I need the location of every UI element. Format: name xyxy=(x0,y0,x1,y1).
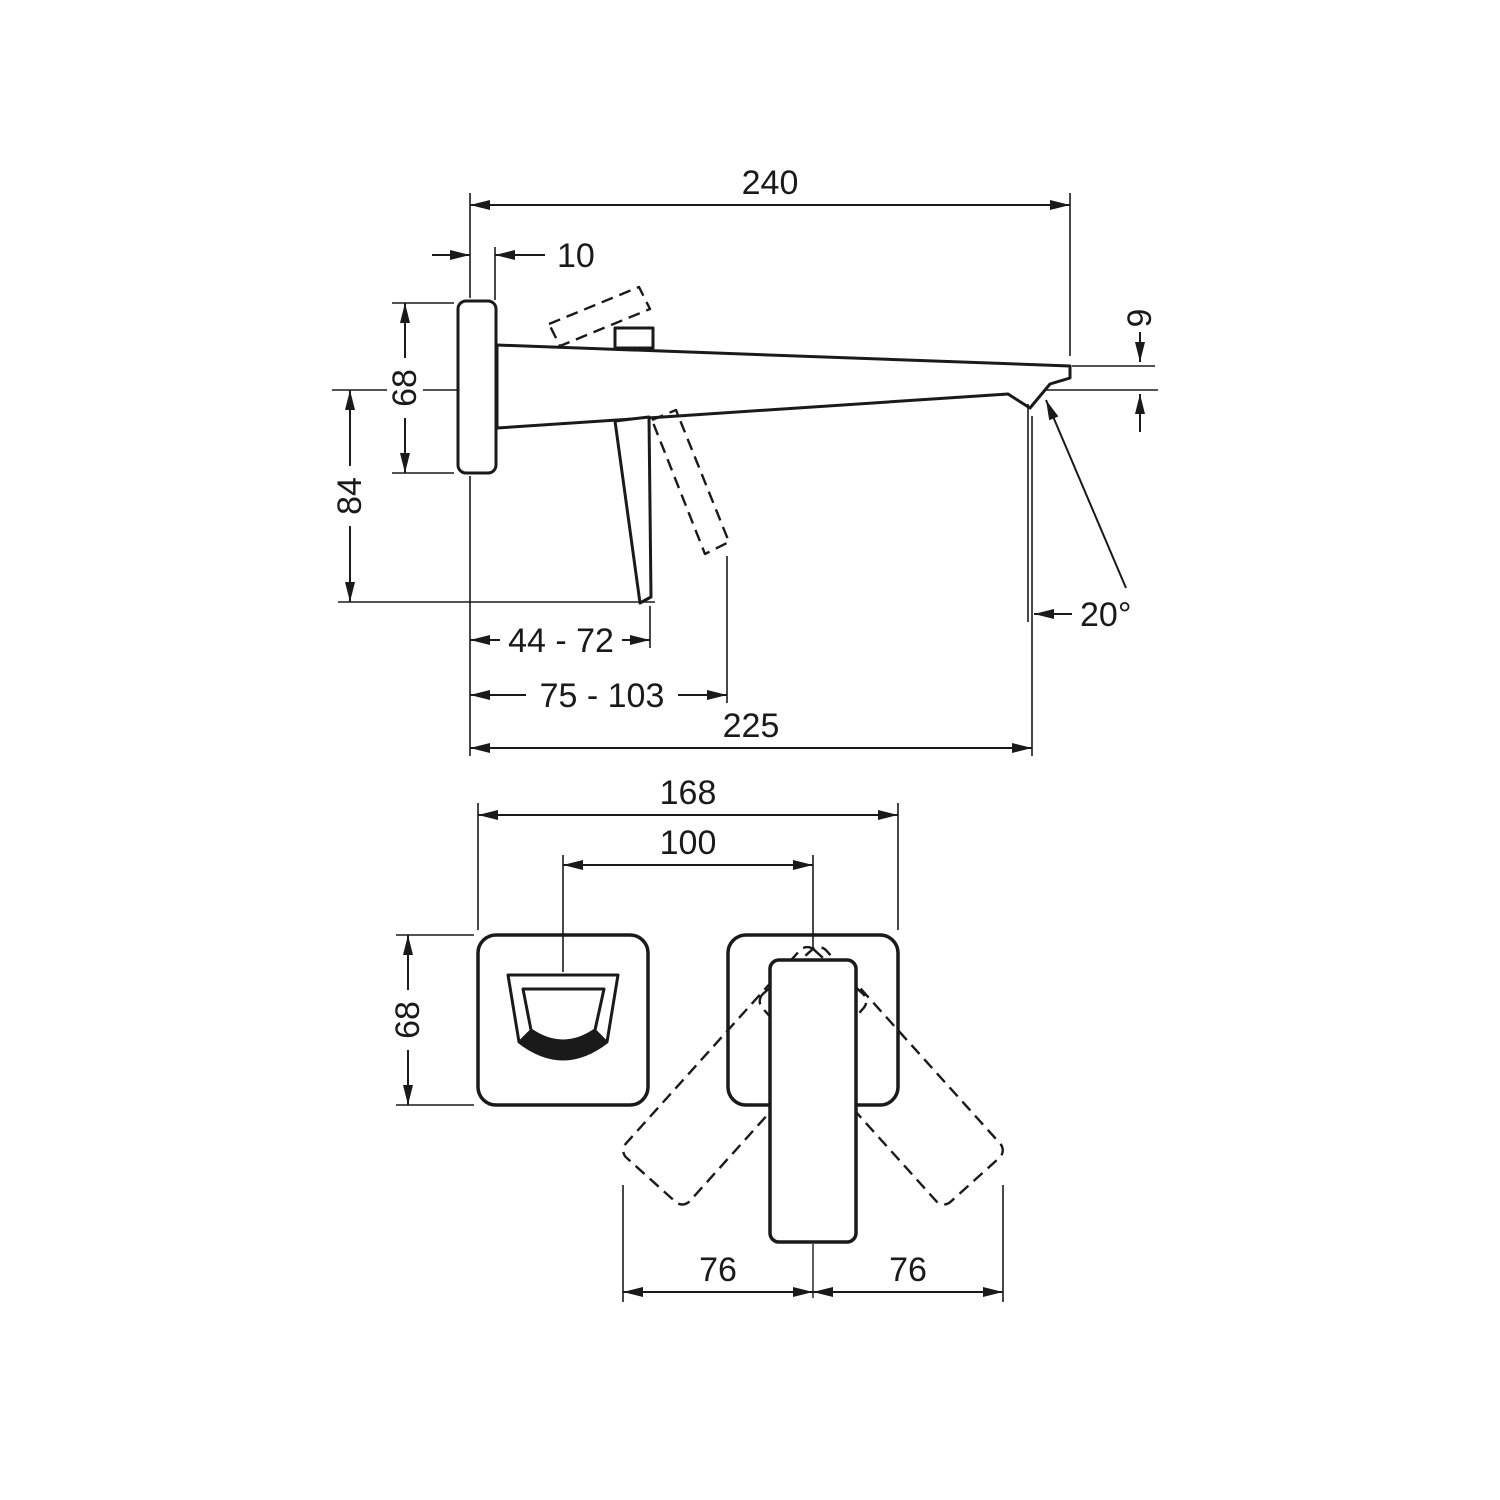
handle-down-solid xyxy=(613,415,653,605)
dim-20deg: 20° xyxy=(1034,399,1131,634)
handle-front-solid xyxy=(768,958,858,1244)
faucet-side-body xyxy=(456,285,1072,605)
dim-76-left-label: 76 xyxy=(699,1251,737,1289)
dim-168-label: 168 xyxy=(660,774,717,812)
dim-225: 225 xyxy=(470,707,1032,753)
dim-84: 84 xyxy=(331,390,369,602)
dim-68-front-mask xyxy=(390,990,426,1050)
dim-44-72: 44 - 72 xyxy=(470,622,650,660)
dim-76-right: 76 xyxy=(813,1251,1003,1297)
dim-240-label: 240 xyxy=(742,164,799,202)
spout-aperture xyxy=(506,973,620,1061)
dim-75-103: 75 - 103 xyxy=(470,677,727,715)
dim-168: 168 xyxy=(478,774,898,820)
side-view: 240 10 68 84 9 44 - xyxy=(331,164,1159,756)
dim-225-label: 225 xyxy=(723,707,780,745)
front-view: 168 100 68 76 76 xyxy=(389,774,1004,1302)
dim-68-front-label: 68 xyxy=(389,1001,427,1039)
handle-base xyxy=(613,326,655,350)
dim-100: 100 xyxy=(563,824,813,870)
dim-84-label: 84 xyxy=(331,477,369,515)
handle-mid-dashed-outline xyxy=(650,408,731,556)
angle-leader-line xyxy=(1045,399,1127,589)
side-extension-lines xyxy=(338,193,1155,756)
wall-plate-side xyxy=(456,299,498,475)
dim-44-72-label: 44 - 72 xyxy=(508,622,614,660)
handle-swing-right-dashed xyxy=(758,945,1004,1206)
spout-side xyxy=(495,343,1072,430)
dim-76-right-label: 76 xyxy=(889,1251,927,1289)
dim-68-side-mask xyxy=(387,358,423,418)
dim-10-label: 10 xyxy=(557,237,595,275)
handle-up-dashed-outline xyxy=(547,285,652,348)
dim-100-label: 100 xyxy=(660,824,717,862)
dim-68-side-label: 68 xyxy=(386,369,424,407)
dim-240: 240 xyxy=(470,164,1070,210)
aperture-dark-mouth xyxy=(518,1029,608,1060)
dim-76-left: 76 xyxy=(623,1251,813,1297)
dim-20deg-label: 20° xyxy=(1080,596,1131,634)
handle-swing-right-group xyxy=(758,945,1004,1206)
dim-10: 10 xyxy=(432,237,595,275)
dim-68-side: 68 xyxy=(386,303,424,473)
dim-9: 9 xyxy=(1121,309,1159,432)
dim-84-mask xyxy=(332,466,368,526)
dim-44-72-mask xyxy=(500,622,622,658)
dim-75-103-mask xyxy=(526,677,678,713)
dim-9-label: 9 xyxy=(1121,309,1159,328)
dim-75-103-label: 75 - 103 xyxy=(540,677,665,715)
dim-68-front: 68 xyxy=(389,935,427,1105)
